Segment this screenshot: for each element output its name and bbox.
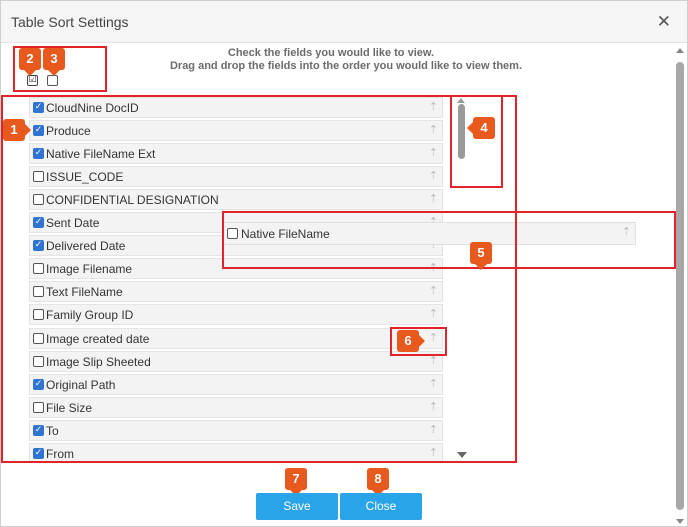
field-label: Native FileName Ext (46, 147, 156, 162)
field-row[interactable]: File Size ⇡ (29, 396, 443, 418)
field-row[interactable]: ✓Native FileName Ext ⇡ (29, 143, 443, 165)
field-row[interactable]: ✓CloudNine DocID ⇡ (29, 97, 443, 118)
field-row[interactable]: Image Filename⇡ (29, 258, 443, 280)
field-list: ✓CloudNine DocID⇡✓Produce⇡✓Native FileNa… (29, 97, 443, 461)
badge-3: 3 (43, 48, 65, 76)
sort-arrow-icon[interactable]: ⇡ (428, 399, 438, 413)
annotation-box-sort-arrow (390, 327, 447, 356)
sort-arrow-icon[interactable]: ⇡ (429, 215, 438, 228)
field-label: Image Filename (46, 262, 133, 277)
list-scroll-up-icon[interactable] (457, 98, 465, 103)
sort-arrow-icon[interactable]: ⇡ (428, 307, 438, 321)
field-row[interactable]: ✓To ⇡ (29, 419, 443, 441)
field-checkbox[interactable]: ✓ (33, 102, 44, 113)
field-checkbox[interactable] (227, 228, 238, 239)
badge-5: 5 (470, 242, 492, 270)
field-checkbox[interactable]: ✓ (33, 447, 44, 459)
field-checkbox[interactable] (33, 286, 44, 298)
sort-arrow-icon[interactable]: ⇡ (428, 445, 438, 459)
annotation-box-scrollbar (450, 95, 503, 188)
field-checkbox[interactable]: ✓ (33, 378, 44, 390)
field-label: Original Path (46, 377, 116, 392)
instructions: Check the fields you would like to view.… (1, 47, 681, 73)
field-label: To (46, 423, 59, 438)
save-button[interactable]: Save (256, 493, 338, 520)
instruction-line-1: Check the fields you would like to view. (227, 47, 435, 59)
sort-arrow-icon[interactable]: ⇡ (428, 376, 438, 390)
field-row[interactable]: Family Group ID ⇡ (29, 304, 443, 326)
field-label: Sent Date (46, 216, 100, 231)
sort-arrow-icon[interactable]: ⇡ (428, 422, 438, 436)
list-scroll-thumb[interactable] (458, 104, 465, 159)
field-label: Family Group ID (46, 308, 134, 323)
field-checkbox[interactable] (33, 401, 44, 413)
dialog-scrollbar[interactable] (676, 48, 684, 524)
list-scroll-down-icon[interactable] (457, 452, 467, 458)
field-row[interactable]: ISSUE_CODE ⇡ (29, 166, 443, 188)
instruction-line-2: Drag and drop the fields into the order … (169, 60, 523, 72)
scroll-up-icon[interactable] (676, 48, 684, 53)
annotation-box-field-list (1, 95, 517, 463)
dragging-field-row[interactable]: Native FileName ⇡ (222, 222, 636, 245)
sort-arrow-icon[interactable]: ⇡ (428, 100, 438, 113)
field-label: From (46, 446, 74, 461)
drag-arrow-icon: ⇡ (621, 225, 631, 238)
field-checkbox[interactable]: ✓ (33, 125, 44, 137)
field-checkbox[interactable] (33, 171, 44, 183)
sort-arrow-icon[interactable]: ⇡ (428, 192, 438, 206)
field-checkbox[interactable] (33, 355, 44, 367)
field-row[interactable]: ✓Produce ⇡ (29, 120, 443, 142)
field-row[interactable]: Image created date ⇡ (29, 327, 443, 349)
field-label: CONFIDENTIAL DESIGNATION (46, 193, 219, 208)
sort-arrow-icon[interactable]: ⇡ (428, 284, 438, 298)
field-checkbox[interactable] (33, 263, 44, 275)
field-row[interactable]: Image Slip Sheeted ⇡ (29, 350, 443, 372)
close-icon[interactable]: ✕ (656, 12, 671, 32)
field-checkbox[interactable]: ✓ (33, 424, 44, 436)
annotation-box-toggles (13, 46, 107, 92)
dialog-titlebar: Table Sort Settings ✕ (1, 1, 687, 43)
field-label: Produce (46, 124, 91, 139)
field-row[interactable]: Text FileName ⇡ (29, 281, 443, 303)
field-checkbox[interactable]: ✓ (33, 240, 44, 252)
field-label: Image Slip Sheeted (46, 354, 151, 369)
badge-8: 8 (367, 468, 389, 496)
annotation-box-drag-row (222, 211, 676, 269)
field-label: File Size (46, 400, 93, 415)
field-row[interactable]: ✓From ⇡ (29, 442, 443, 461)
sort-arrow-icon[interactable]: ⇡ (428, 330, 438, 344)
field-label: ISSUE_CODE (46, 170, 124, 185)
field-label: Text FileName (46, 285, 123, 300)
badge-2: 2 (19, 48, 41, 76)
badge-6: 6 (397, 330, 425, 352)
dialog-title: Table Sort Settings (11, 14, 129, 30)
field-row[interactable]: ✓Original Path ⇡ (29, 373, 443, 395)
field-checkbox[interactable] (33, 194, 44, 206)
sort-arrow-icon[interactable]: ⇡ (428, 169, 438, 183)
field-label: Image created date (46, 331, 150, 346)
field-checkbox[interactable]: ✓ (33, 217, 44, 229)
field-checkbox[interactable] (33, 309, 44, 321)
dialog-scroll-thumb[interactable] (676, 62, 684, 510)
field-label: CloudNine DocID (46, 101, 139, 115)
badge-7: 7 (285, 468, 307, 496)
sort-arrow-icon[interactable]: ⇡ (428, 353, 438, 367)
field-label: Delivered Date (46, 239, 126, 254)
sort-arrow-icon[interactable]: ⇡ (428, 146, 438, 160)
badge-1: 1 (3, 119, 31, 141)
close-button[interactable]: Close (340, 493, 422, 520)
field-label: Native FileName (241, 227, 330, 241)
field-checkbox[interactable]: ✓ (33, 148, 44, 160)
scroll-down-icon[interactable] (676, 519, 684, 524)
sort-arrow-icon[interactable]: ⇡ (428, 123, 438, 137)
field-row[interactable]: CONFIDENTIAL DESIGNATION ⇡ (29, 189, 443, 211)
field-checkbox[interactable] (33, 332, 44, 344)
badge-4: 4 (467, 117, 495, 139)
